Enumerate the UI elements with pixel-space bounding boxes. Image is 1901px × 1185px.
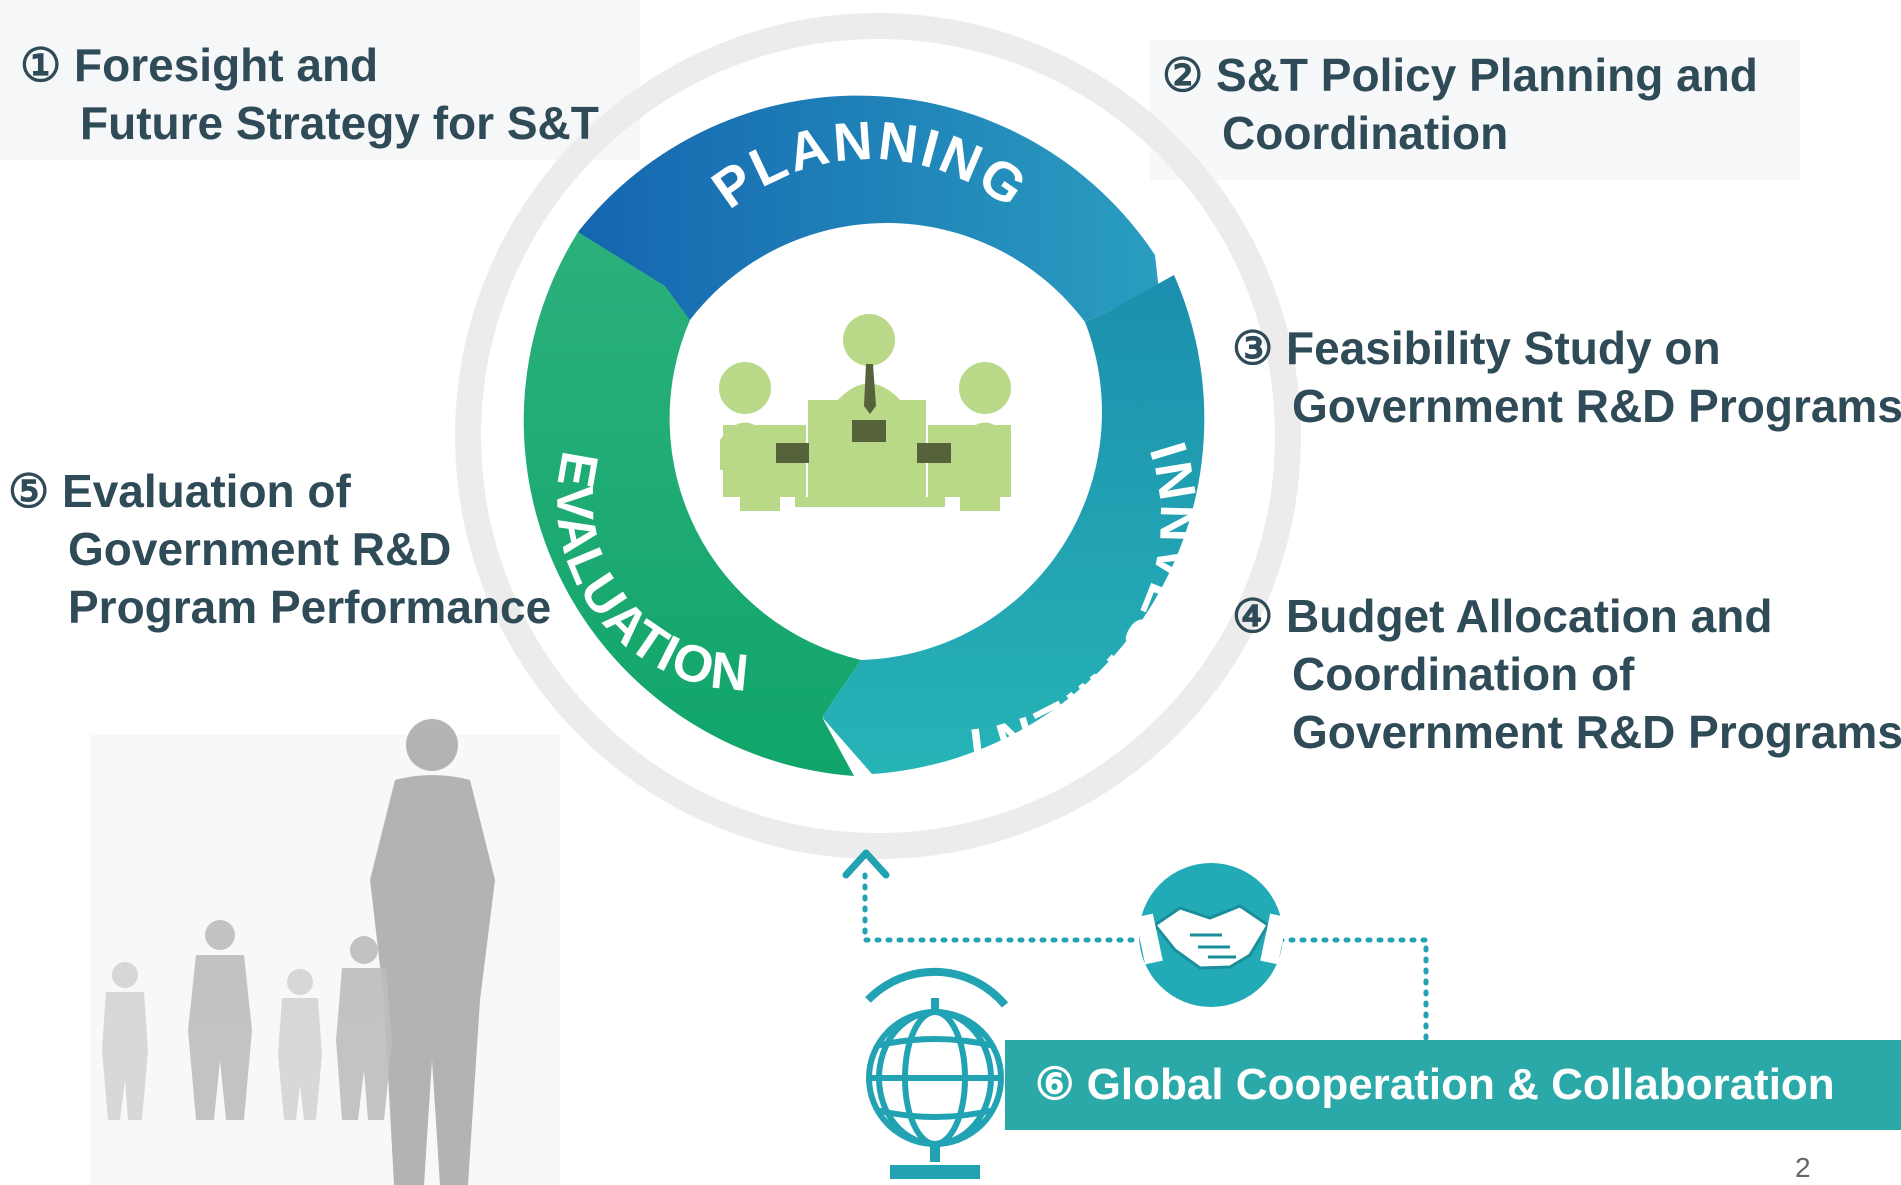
- role-2-number: ②: [1162, 49, 1204, 101]
- role-5-line-2: Government R&D: [68, 523, 452, 575]
- global-cooperation-label: ⑥ Global Cooperation & Collaboration: [1035, 1060, 1835, 1109]
- cooperation-connector: [862, 872, 1429, 1043]
- page-number: 2: [1795, 1152, 1811, 1183]
- global-cooperation-banner: [1005, 1040, 1901, 1130]
- role-3: ③ Feasibility Study on Government R&D Pr…: [1232, 319, 1901, 435]
- handshake-icon: [1135, 863, 1288, 1007]
- role-4-line-3: Government R&D Programs: [1292, 706, 1901, 758]
- role-5: ⑤ Evaluation of Government R&D Program P…: [8, 462, 551, 636]
- role-4-number: ④: [1232, 590, 1274, 642]
- role-3-number: ③: [1232, 322, 1274, 374]
- role-1: ① Foresight and Future Strategy for S&T: [20, 36, 599, 152]
- outer-ring: [455, 13, 1301, 859]
- investment-segment[interactable]: [822, 275, 1205, 774]
- people-silhouette: [90, 719, 560, 1185]
- role-3-line-1: Feasibility Study on: [1286, 322, 1721, 374]
- role-5-number: ⑤: [8, 465, 50, 517]
- role-4-line-1: Budget Allocation and: [1286, 590, 1773, 642]
- role-2-line-1: S&T Policy Planning and: [1216, 49, 1758, 101]
- planning-segment[interactable]: [578, 95, 1163, 327]
- role-1-number: ①: [20, 39, 62, 91]
- role-1-line-1: Foresight and: [74, 39, 379, 91]
- role-5-line-3: Program Performance: [68, 581, 552, 633]
- role-4-line-2: Coordination of: [1292, 648, 1635, 700]
- role-5-line-1: Evaluation of: [62, 465, 351, 517]
- evaluation-segment[interactable]: [523, 232, 861, 776]
- role-3-line-2: Government R&D Programs: [1292, 380, 1901, 432]
- role-2: ② S&T Policy Planning and Coordination: [1162, 46, 1758, 162]
- role-4: ④ Budget Allocation and Coordination of …: [1232, 587, 1901, 761]
- arrow-head-icon: [842, 849, 890, 879]
- role-1-line-2: Future Strategy for S&T: [80, 97, 599, 149]
- role-2-line-2: Coordination: [1222, 107, 1509, 159]
- meeting-details: [776, 364, 951, 463]
- meeting-icon: [719, 314, 1011, 511]
- globe-icon: [865, 967, 1009, 1179]
